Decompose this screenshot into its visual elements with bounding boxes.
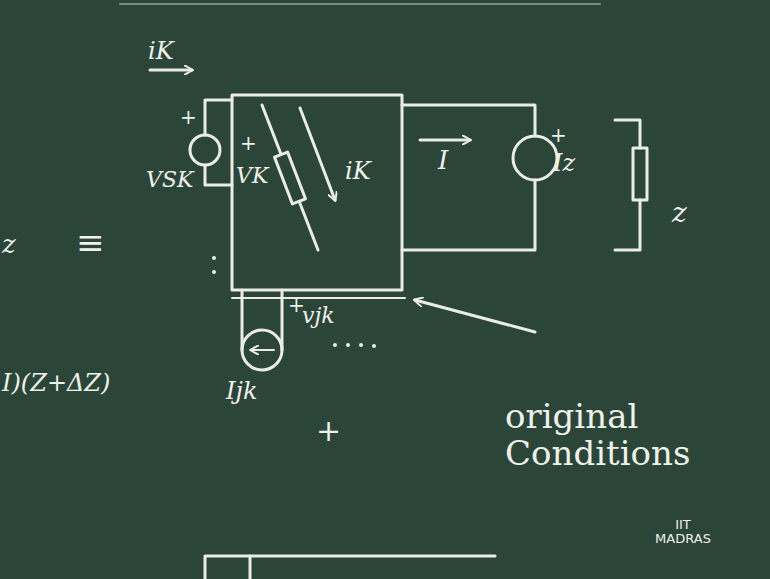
pointer-arrow: [415, 300, 535, 332]
circuit-label: iK: [148, 38, 174, 64]
wire: [615, 120, 640, 148]
circuit-label: z: [2, 230, 16, 259]
circuit-label: Iz: [553, 150, 575, 176]
circuit-label: +: [316, 414, 341, 447]
circuit-label: iK: [345, 158, 371, 184]
circuit-label: I: [438, 146, 448, 175]
wire: [205, 100, 232, 135]
current-source: [242, 330, 282, 370]
impedance-symbol: [633, 148, 647, 200]
wire: [615, 200, 640, 250]
circuit-label: VSK: [146, 168, 193, 192]
resistor-symbol: [275, 152, 306, 204]
source-arrow: [251, 349, 274, 351]
current-arrow: [420, 139, 470, 142]
circuit-label: VK: [236, 164, 268, 188]
note-text: original Conditions: [505, 398, 725, 473]
wire: [402, 180, 535, 250]
circuit-label: Ijk: [226, 378, 257, 404]
circuit-label: +: [240, 132, 257, 154]
circuit-label: z: [672, 198, 687, 229]
wire: [205, 165, 232, 185]
box-edge: [232, 297, 405, 299]
current-arrow: [300, 108, 335, 200]
chalk-smudge: [120, 3, 600, 5]
circuit-label: +: [180, 106, 197, 128]
watermark: IIT MADRAS: [652, 518, 714, 547]
next-figure: [249, 556, 252, 579]
next-figure: [205, 556, 495, 579]
wire: [402, 105, 535, 136]
voltage-source: [190, 135, 220, 165]
circuit-label: I)(Z+ΔZ): [2, 370, 110, 396]
network-box: [232, 95, 402, 290]
current-arrow: [150, 69, 192, 72]
circuit-label: vjk: [302, 304, 335, 328]
circuit-label: ≡: [76, 224, 105, 261]
resistor-lead: [262, 105, 318, 250]
dots: [212, 256, 376, 348]
circuit-label: +: [550, 124, 567, 146]
